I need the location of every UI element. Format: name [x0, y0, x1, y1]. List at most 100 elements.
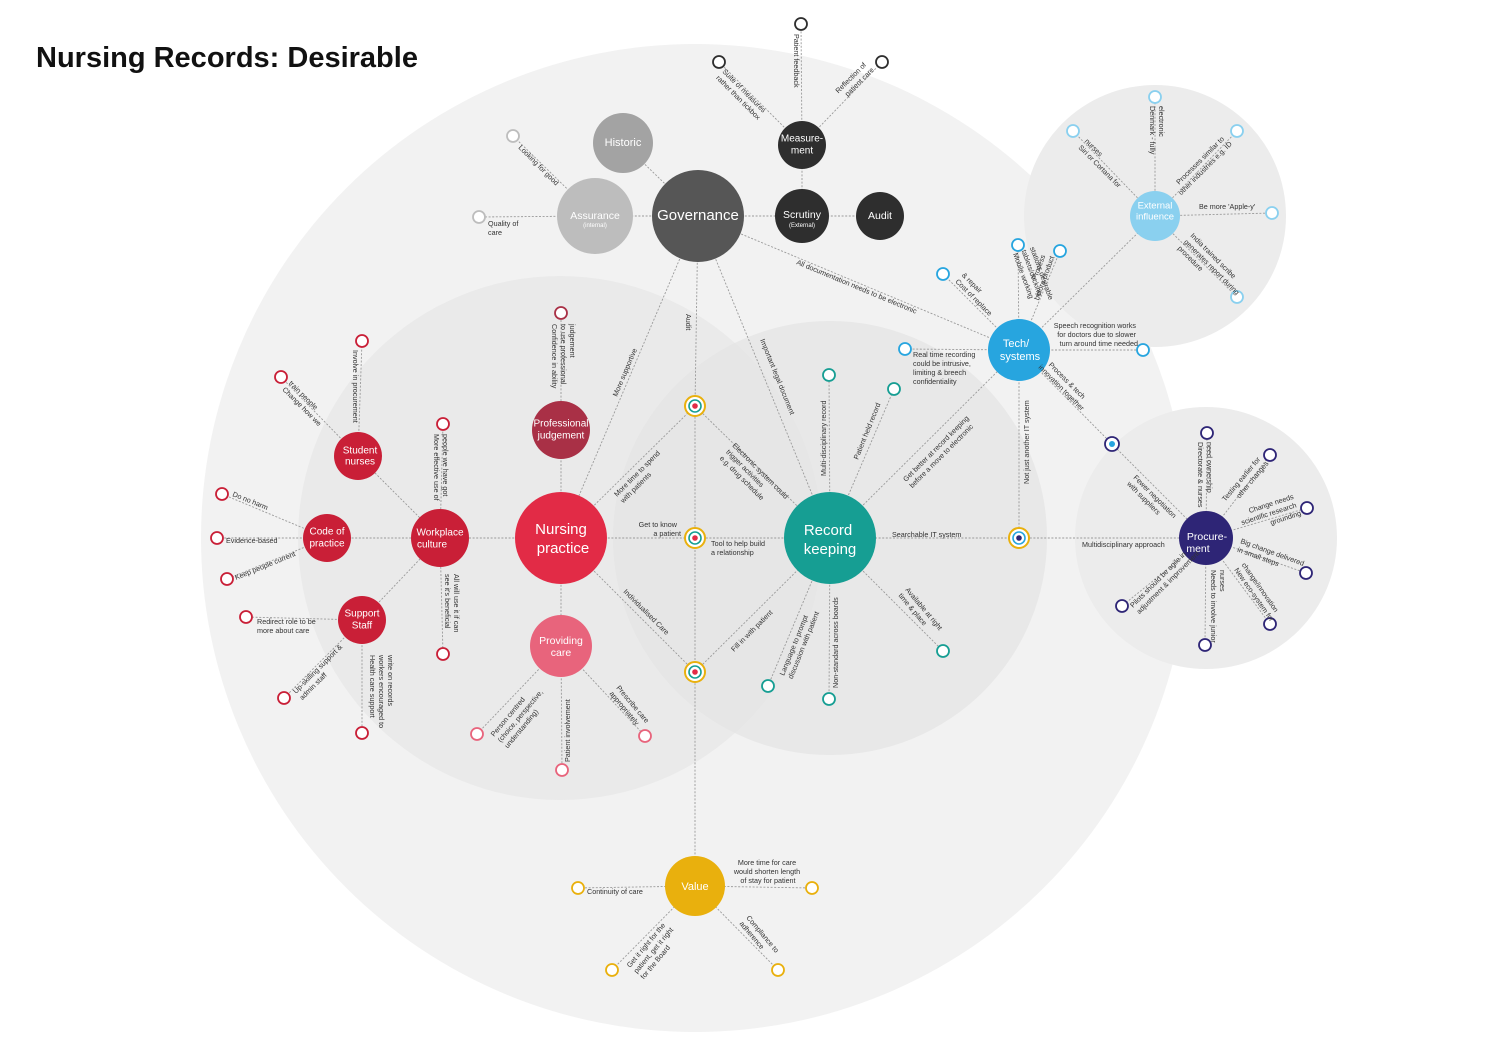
node-audit[interactable]: Audit [856, 192, 904, 240]
node-record-keeping[interactable]: Record keeping [784, 492, 876, 584]
endpoint-marker [1263, 617, 1277, 631]
endpoint-marker [1230, 124, 1244, 138]
junction-markers [684, 395, 1120, 683]
svg-text:Tech/: Tech/ [1003, 338, 1030, 350]
endpoint-marker [1263, 448, 1277, 462]
leaf-denmark: Denmark - fully electronic [1148, 106, 1166, 156]
svg-text:keeping: keeping [804, 541, 857, 558]
svg-text:Professional: Professional [533, 419, 588, 430]
endpoint-marker [215, 487, 229, 501]
node-procurement[interactable]: Procure- ment [1179, 511, 1233, 565]
node-assurance[interactable]: Assurance (internal) [557, 178, 633, 254]
endpoint-marker [1300, 501, 1314, 515]
svg-text:Measure-: Measure- [781, 134, 823, 145]
endpoint-marker [555, 763, 569, 777]
endpoint-marker [1148, 90, 1162, 104]
leaf-real-time-recording: Real time recording could be intrusive, … [913, 350, 977, 386]
endpoint-marker [355, 726, 369, 740]
node-measurement[interactable]: Measure- ment [778, 121, 826, 169]
endpoint-marker [712, 55, 726, 69]
leaf-evidence-based: Evidence-based [226, 536, 278, 545]
endpoint-marker [605, 963, 619, 977]
node-providing-care[interactable]: Providing care [530, 615, 592, 677]
node-value[interactable]: Value [665, 856, 725, 916]
svg-text:Scrutiny: Scrutiny [783, 209, 822, 221]
svg-text:Nursing: Nursing [535, 521, 587, 538]
endpoint-marker [210, 531, 224, 545]
leaf-endpoints [210, 17, 1314, 977]
endpoint-marker [875, 55, 889, 69]
endpoint-marker [936, 644, 950, 658]
endpoint-marker [761, 679, 775, 693]
node-student-nurses[interactable]: Student nurses [334, 432, 382, 480]
leaf-patient-feedback: Patient feedback [792, 34, 801, 88]
node-scrutiny[interactable]: Scrutiny (External) [775, 189, 829, 243]
node-support-staff[interactable]: Support Staff [338, 596, 386, 644]
node-governance[interactable]: Governance [652, 170, 744, 262]
svg-text:care: care [551, 647, 572, 659]
endpoint-marker [1265, 206, 1279, 220]
endpoint-marker [822, 368, 836, 382]
svg-text:Providing: Providing [539, 635, 583, 647]
leaf-speech-recognition: Speech recognition works for doctors due… [1054, 321, 1138, 348]
endpoint-marker [470, 727, 484, 741]
endpoint-marker [436, 417, 450, 431]
svg-text:ment: ment [1186, 543, 1209, 555]
endpoint-marker [805, 881, 819, 895]
leaf-continuity-of-care: Continuity of care [587, 887, 643, 896]
edge-get-to-know: Get to know a patient [639, 520, 681, 538]
leaf-redirect-role: Redirect role to be more about care [257, 617, 318, 635]
node-historic[interactable]: Historic [593, 113, 653, 173]
junction-marker [684, 395, 706, 417]
endpoint-marker [355, 334, 369, 348]
edge-audit: Audit [684, 314, 693, 330]
node-workplace-culture[interactable]: Workplace culture [411, 509, 469, 567]
leaf-health-care-support: Health care support workers encouraged t… [368, 654, 395, 730]
svg-text:Assurance: Assurance [570, 210, 620, 222]
svg-text:Workplace: Workplace [416, 528, 463, 539]
junction-marker [684, 661, 706, 683]
node-professional-judgement[interactable]: Professional judgement [532, 401, 590, 459]
node-tech-systems[interactable]: Tech/ systems [988, 319, 1050, 381]
endpoint-marker [887, 382, 901, 396]
endpoint-marker [1053, 244, 1067, 258]
endpoint-marker [571, 881, 585, 895]
svg-text:(External): (External) [789, 223, 815, 229]
edge-not-just-another: Not just another IT system [1022, 400, 1031, 484]
edge-multidisciplinary-approach: Multidisciplinary approach [1082, 540, 1165, 549]
node-external-influence[interactable]: External influence [1130, 191, 1180, 241]
nodes: Historic Assurance (internal) Governance… [303, 113, 1233, 916]
endpoint-marker [472, 210, 486, 224]
leaf-multi-disciplinary-record: Multi-disciplinary record [819, 401, 828, 477]
svg-text:Governance: Governance [657, 207, 739, 224]
svg-text:Support: Support [344, 609, 379, 620]
endpoint-marker [220, 572, 234, 586]
leaf-non-standard: Non-standard across boards [831, 597, 840, 688]
leaf-directorate-nurses: Directorate & nurses need ownership [1196, 442, 1214, 510]
endpoint-marker [1115, 599, 1129, 613]
node-nursing-practice[interactable]: Nursing practice [515, 492, 607, 584]
svg-text:Historic: Historic [605, 137, 642, 149]
endpoint-marker [554, 306, 568, 320]
endpoint-marker [638, 729, 652, 743]
svg-text:systems: systems [1000, 351, 1041, 363]
svg-text:judgement: judgement [537, 431, 585, 442]
leaf-more-effective-use: More effective use of people we have got [432, 434, 450, 503]
svg-text:Value: Value [681, 881, 708, 893]
endpoint-marker [822, 692, 836, 706]
junction-marker [1008, 527, 1030, 549]
endpoint-marker [1066, 124, 1080, 138]
leaf-quality-of-care: Quality of care [488, 219, 520, 237]
svg-text:Procure-: Procure- [1187, 531, 1228, 543]
endpoint-marker [1198, 638, 1212, 652]
svg-text:Student: Student [343, 446, 378, 457]
svg-text:Audit: Audit [868, 210, 892, 222]
node-code-of-practice[interactable]: Code of practice [303, 514, 351, 562]
svg-text:External: External [1138, 201, 1173, 212]
leaf-be-more-apple: Be more 'Apple-y' [1199, 202, 1256, 211]
page-title: Nursing Records: Desirable [36, 42, 418, 74]
endpoint-marker [239, 610, 253, 624]
endpoint-marker [794, 17, 808, 31]
svg-text:practice: practice [537, 540, 590, 557]
